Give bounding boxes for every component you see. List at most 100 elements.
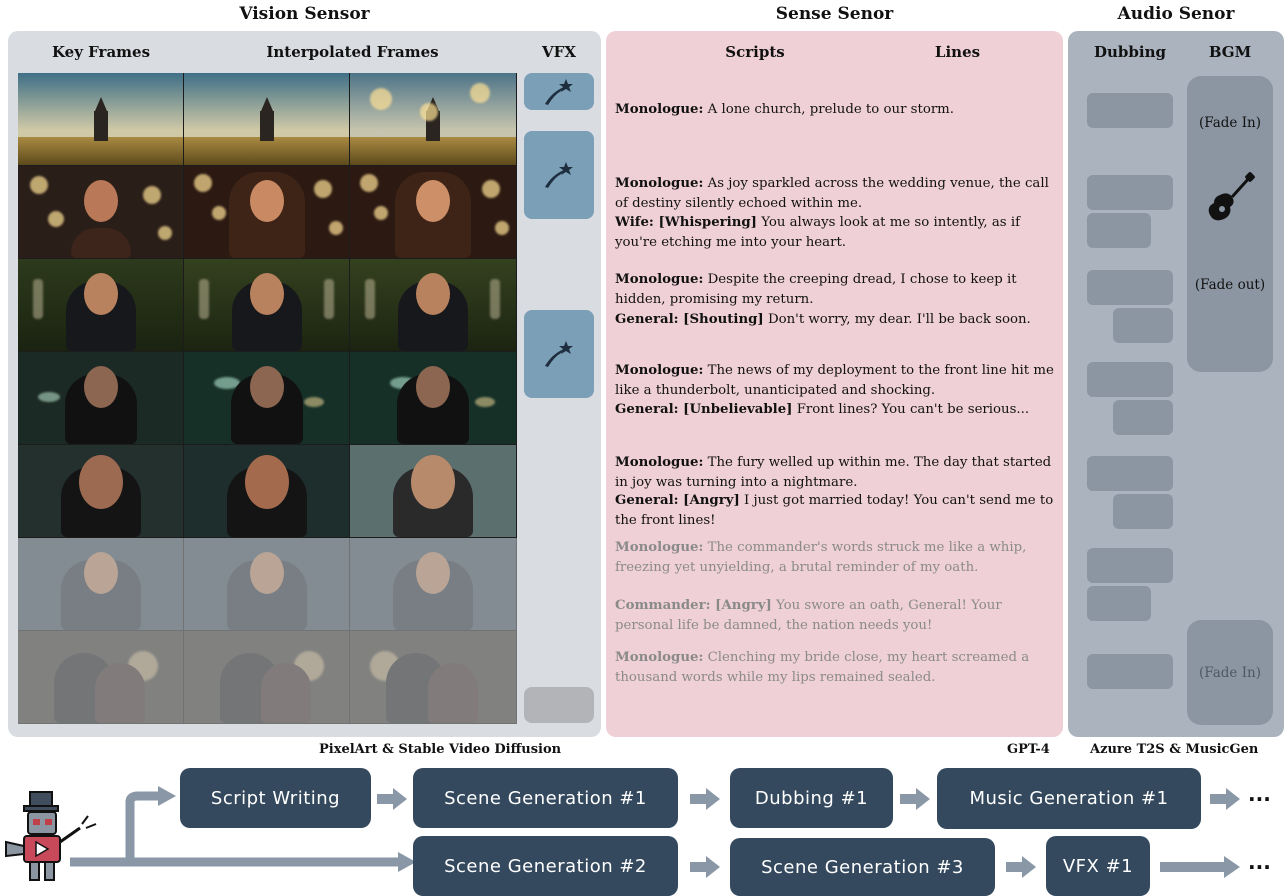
script-line: General: [Unbelievable] Front lines? You…	[615, 400, 1057, 420]
dubbing-block	[1087, 362, 1173, 397]
frame-embrace-interp-2	[350, 631, 517, 724]
frame-embrace-interp-1	[184, 631, 350, 724]
line-speaker: General:	[615, 402, 679, 417]
scripts-header: Scripts	[725, 43, 785, 61]
line-text: A lone church, prelude to our storm.	[703, 102, 955, 117]
line-text: Clenching my bride close, my heart screa…	[615, 650, 1030, 685]
dubbing-block	[1087, 586, 1151, 621]
line-speaker: Commander:	[615, 598, 711, 613]
frame-groom-key	[18, 259, 184, 352]
script-line: Monologue: A lone church, prelude to our…	[615, 100, 1057, 120]
frame-groom-dark-interp-2	[350, 352, 517, 445]
line-tag: [Whispering]	[653, 215, 757, 230]
script-line: Monologue: As joy sparkled across the we…	[615, 174, 1057, 214]
frame-bride-interp-2	[350, 166, 517, 259]
vfx-block-1	[524, 73, 594, 110]
line-text: You swore an oath, General! Your persona…	[615, 598, 1002, 633]
bgm-header: BGM	[1208, 43, 1252, 61]
vfx-block-2	[524, 131, 594, 219]
line-text: The commander's words struck me like a w…	[615, 540, 1027, 575]
frame-bride-key	[18, 166, 184, 259]
flow-arrow	[690, 788, 720, 810]
line-speaker: General:	[615, 312, 679, 327]
ellipsis-row1: ...	[1248, 782, 1271, 806]
frame-general-key	[18, 445, 184, 538]
line-text: You always look at me so intently, as if…	[615, 215, 1021, 250]
workflow-connectors	[70, 786, 416, 872]
bgm-block-1: (Fade In) (Fade out)	[1187, 76, 1273, 372]
line-speaker: Wife:	[615, 215, 654, 230]
line-tag: [Angry]	[678, 493, 740, 508]
bgm-fade-in-label: (Fade In)	[1199, 115, 1261, 131]
key-frames-header: Key Frames	[51, 43, 151, 61]
frame-commander-interp-1	[184, 538, 350, 631]
line-text: Front lines? You can't be serious...	[792, 402, 1030, 417]
script-line: Commander: [Angry] You swore an oath, Ge…	[615, 596, 1057, 636]
flow-arrow	[1160, 856, 1240, 878]
sense-panel	[606, 31, 1063, 737]
script-line: Monologue: The fury welled up within me.…	[615, 453, 1057, 493]
node-scene-generation-2[interactable]: Scene Generation #2	[413, 836, 678, 896]
script-line: General: [Shouting] Don't worry, my dear…	[615, 310, 1057, 330]
frame-commander-key	[18, 538, 184, 631]
node-script-writing[interactable]: Script Writing	[180, 768, 371, 828]
shooting-star-icon	[545, 78, 573, 105]
flow-arrow	[900, 788, 930, 810]
line-text: I just got married today! You can't send…	[615, 493, 1054, 528]
frame-groom-dark-key	[18, 352, 184, 445]
vfx-header: VFX	[542, 43, 576, 61]
node-scene-generation-1[interactable]: Scene Generation #1	[413, 768, 678, 828]
bgm-block-2: (Fade In)	[1187, 620, 1273, 725]
line-speaker: Monologue:	[615, 540, 704, 555]
flow-arrow	[377, 788, 407, 810]
bgm-fade-in-label-2: (Fade In)	[1199, 664, 1261, 681]
flow-arrow	[1210, 788, 1240, 810]
guitar-icon	[1208, 172, 1255, 221]
frame-church-key	[18, 73, 184, 166]
line-text: Despite the creeping dread, I chose to k…	[615, 272, 1017, 307]
dubbing-block	[1087, 175, 1173, 210]
line-text: The news of my deployment to the front l…	[615, 363, 1054, 398]
dubbing-block	[1113, 308, 1173, 343]
node-scene-generation-3[interactable]: Scene Generation #3	[730, 838, 995, 896]
script-line: Monologue: Despite the creeping dread, I…	[615, 270, 1057, 310]
line-speaker: Monologue:	[615, 363, 704, 378]
dubbing-block	[1087, 456, 1173, 491]
vfx-block-3	[524, 310, 594, 398]
bgm-fade-out-label: (Fade out)	[1194, 277, 1266, 293]
line-speaker: Monologue:	[615, 176, 704, 191]
line-speaker: Monologue:	[615, 650, 704, 665]
frame-commander-interp-2	[350, 538, 517, 631]
sense-sensor-title: Sense Senor	[775, 4, 894, 24]
frame-groom-interp-2	[350, 259, 517, 352]
dubbing-block	[1087, 270, 1173, 305]
audio-tool-label: Azure T2S & MusicGen	[1090, 742, 1259, 757]
node-music-generation-1[interactable]: Music Generation #1	[937, 768, 1201, 829]
script-line: Wife: [Whispering] You always look at me…	[615, 213, 1057, 253]
script-line: Monologue: Clenching my bride close, my …	[615, 648, 1057, 688]
dubbing-block	[1113, 494, 1173, 529]
flow-arrow	[690, 856, 720, 878]
audio-sensor-title: Audio Senor	[1117, 4, 1235, 24]
vision-tool-label: PixelArt & Stable Video Diffusion	[319, 742, 562, 757]
shooting-star-icon	[545, 341, 573, 367]
dubbing-block	[1087, 548, 1173, 583]
frame-bride-interp-1	[184, 166, 350, 259]
vfx-block-empty	[524, 687, 594, 723]
line-text: Don't worry, my dear. I'll be back soon.	[763, 312, 1031, 327]
dubbing-header: Dubbing	[1094, 43, 1166, 61]
robot-director-icon	[5, 791, 97, 881]
line-speaker: Monologue:	[615, 102, 704, 117]
flow-arrow	[1006, 856, 1036, 878]
vision-sensor-title: Vision Sensor	[239, 4, 370, 24]
line-text: As joy sparkled across the wedding venue…	[615, 176, 1049, 211]
dubbing-block	[1087, 213, 1151, 248]
frame-general-interp-2	[350, 445, 517, 538]
line-speaker: Monologue:	[615, 272, 704, 287]
node-vfx-1[interactable]: VFX #1	[1046, 836, 1150, 896]
node-dubbing-1[interactable]: Dubbing #1	[730, 768, 893, 828]
line-text: The fury welled up within me. The day th…	[615, 455, 1052, 490]
interpolated-frames-header: Interpolated Frames	[266, 43, 439, 61]
frame-groom-interp-1	[184, 259, 350, 352]
frame-groom-dark-interp-1	[184, 352, 350, 445]
